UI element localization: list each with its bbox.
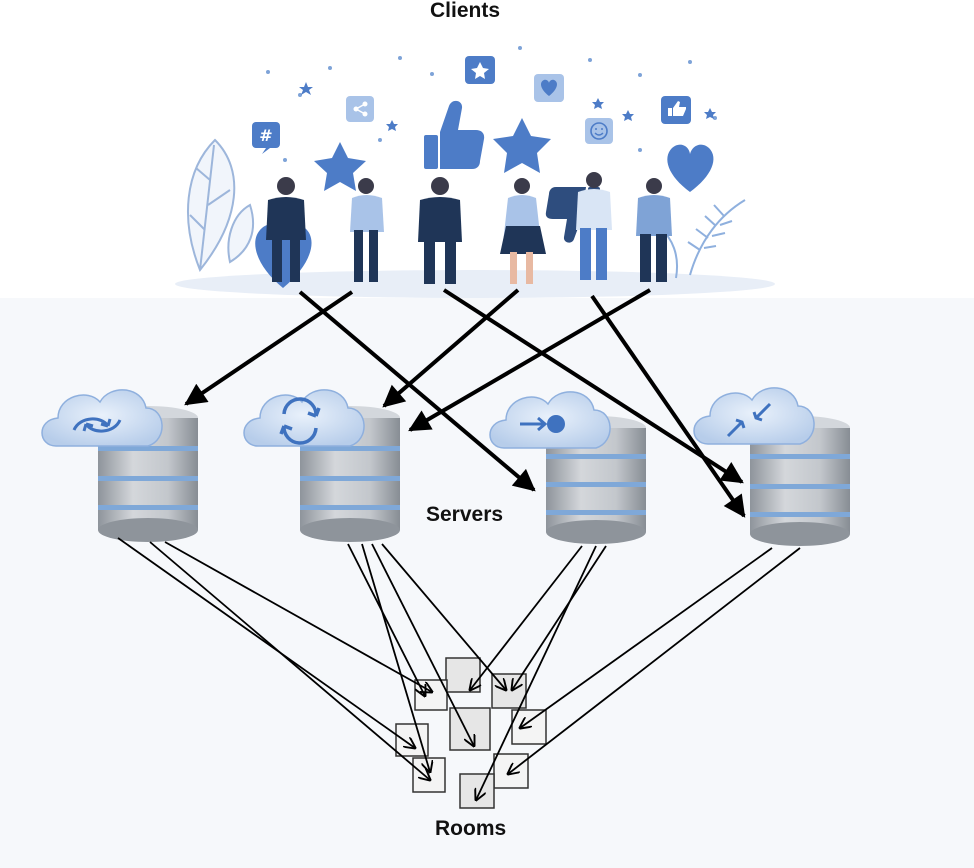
server-4	[693, 387, 850, 546]
person-1	[266, 177, 306, 282]
sync-arrows-icon	[72, 417, 122, 433]
room-8	[493, 753, 529, 789]
refresh-cycle-icon	[279, 397, 321, 445]
share-badge	[346, 96, 374, 122]
lower-background	[0, 298, 974, 868]
thumbs-up-prop	[424, 100, 485, 169]
leaf-plant-right	[659, 199, 746, 279]
server-2-cloud	[243, 389, 365, 447]
server-3-cloud	[489, 391, 611, 449]
person-6	[636, 178, 672, 282]
clients-label: Clients	[430, 0, 501, 22]
decor-stars	[299, 82, 716, 131]
heart-prop-right	[667, 144, 714, 192]
hashtag-badge: #	[252, 122, 280, 154]
room-9	[459, 773, 495, 809]
star-badge	[465, 56, 495, 84]
star-prop-mid	[493, 118, 551, 173]
server-1-cloud	[41, 389, 163, 447]
rooms-label: Rooms	[435, 817, 507, 840]
client-server-arrows	[184, 288, 746, 518]
person-4	[500, 178, 546, 284]
servers-group	[41, 387, 850, 546]
room-1	[445, 657, 481, 693]
upload-arrow-icon	[520, 415, 565, 433]
person-2	[350, 178, 384, 282]
svg-text:#: #	[259, 126, 272, 145]
thumbs-up-badge	[661, 96, 691, 124]
room-7	[412, 757, 446, 793]
server-3	[489, 391, 646, 544]
server-room-arrows	[117, 537, 801, 800]
servers-label: Servers	[426, 503, 504, 526]
leaf-plant-left	[187, 138, 255, 272]
heart-badge	[534, 74, 564, 102]
star-prop-left	[314, 142, 366, 191]
person-3	[418, 177, 462, 284]
server-2	[243, 389, 400, 542]
server-4-cloud	[693, 387, 815, 445]
ground-shadow	[175, 270, 775, 298]
smiley-badge	[585, 118, 613, 144]
person-5	[576, 172, 612, 280]
merge-arrows-icon	[726, 402, 772, 438]
clients-illustration: #	[175, 46, 775, 298]
room-4	[449, 707, 491, 751]
server-1	[41, 389, 198, 542]
